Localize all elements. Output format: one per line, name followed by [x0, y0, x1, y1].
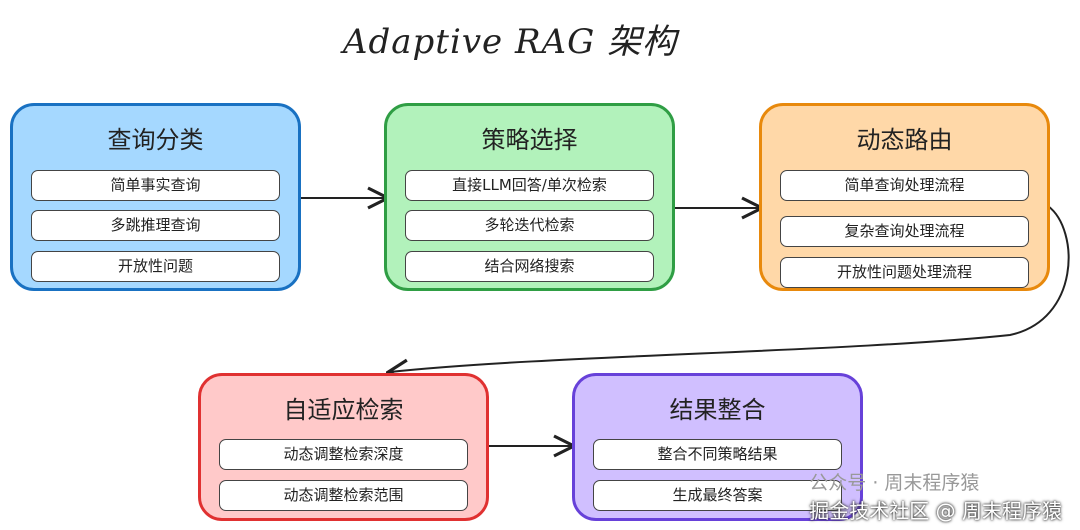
item-open-question: 开放性问题	[31, 251, 280, 282]
diagram-title: Adaptive RAG 架构	[342, 22, 678, 62]
item-final-answer: 生成最终答案	[593, 480, 842, 511]
item-open-flow: 开放性问题处理流程	[780, 257, 1029, 288]
box-title: 结果整合	[669, 396, 766, 424]
arrow-routing-to-adaptive	[390, 205, 1070, 372]
item-adjust-depth: 动态调整检索深度	[219, 439, 468, 470]
item-integrate-results: 整合不同策略结果	[593, 439, 842, 470]
watermark-line1: 公众号 · 周末程序猿	[809, 472, 980, 494]
box-dynamic-routing: 动态路由 简单查询处理流程 复杂查询处理流程 开放性问题处理流程	[759, 103, 1050, 291]
box-title: 自适应检索	[283, 396, 404, 424]
box-strategy-selection: 策略选择 直接LLM回答/单次检索 多轮迭代检索 结合网络搜索	[384, 103, 675, 291]
item-adjust-range: 动态调整检索范围	[219, 480, 468, 511]
box-title: 查询分类	[107, 126, 204, 154]
box-title: 动态路由	[856, 126, 953, 154]
watermark: 公众号 · 周末程序猿 掘金技术社区 @ 周末程序猿	[809, 468, 1062, 524]
box-adaptive-retrieval: 自适应检索 动态调整检索深度 动态调整检索范围	[198, 373, 489, 521]
item-simple-flow: 简单查询处理流程	[780, 170, 1029, 201]
item-web-search: 结合网络搜索	[405, 251, 654, 282]
box-title: 策略选择	[481, 126, 578, 154]
item-simple-fact: 简单事实查询	[31, 170, 280, 201]
item-multi-hop: 多跳推理查询	[31, 210, 280, 241]
item-complex-flow: 复杂查询处理流程	[780, 216, 1029, 247]
item-direct-llm: 直接LLM回答/单次检索	[405, 170, 654, 201]
item-multi-round: 多轮迭代检索	[405, 210, 654, 241]
watermark-line2: 掘金技术社区 @ 周末程序猿	[809, 499, 1062, 523]
box-query-classification: 查询分类 简单事实查询 多跳推理查询 开放性问题	[10, 103, 301, 291]
box-result-integration: 结果整合 整合不同策略结果 生成最终答案	[572, 373, 863, 521]
